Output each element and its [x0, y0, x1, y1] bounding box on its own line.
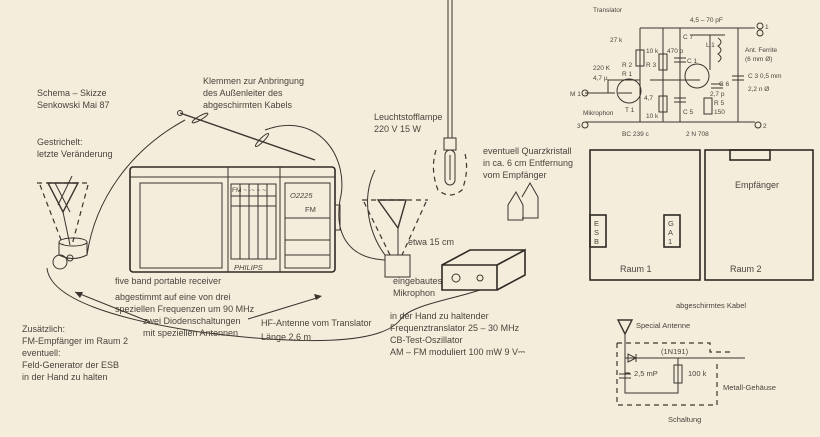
mic-label: Mikrophon	[393, 288, 435, 298]
receiver-note: speziellen Frequenzen um 90 MHz	[115, 304, 255, 314]
room-2-label: Raum 2	[730, 264, 762, 274]
band-labels: FM ~ ·~ ~ ~	[232, 187, 266, 194]
mic-label: eingebautes	[393, 276, 443, 286]
terminal-2: 2	[763, 123, 767, 130]
translator-note: AM – FM moduliert 100 mW 9 V⎓	[390, 347, 525, 357]
hf-antenna-wire	[46, 267, 481, 342]
mic-wire	[367, 169, 386, 256]
receiver-room-label: Empfänger	[735, 180, 779, 190]
label-l1: L 1	[706, 42, 715, 49]
esb-label: E	[594, 219, 599, 228]
label-c3: C 3 0,5 mm	[748, 73, 782, 80]
label-c5: C 5	[683, 109, 694, 116]
extra-note: Zusätzlich:	[22, 324, 65, 334]
label-4-7: 4,7	[644, 95, 653, 102]
author: Senkowski Mai 87	[37, 100, 110, 110]
label-r2: R 2	[622, 62, 633, 69]
ga1-label: 1	[668, 237, 672, 246]
radio-receiver: FM ~ ·~ ~ ~ O2225 FM PHILIPS	[129, 166, 341, 273]
diodes-note: zwei Diodenschaltungen	[143, 316, 241, 326]
room-plan: E S B G A 1 Empfänger Raum 1 Raum 2	[589, 149, 814, 281]
microphone-antenna	[362, 199, 428, 278]
note-clamps: abgeschirmten Kabels	[203, 100, 293, 110]
diode-circuit: abgeschirmtes Kabel Special Antenne (1N1…	[616, 301, 776, 424]
label-27k: 27 k	[610, 37, 623, 44]
label-220k: 220 K	[593, 65, 611, 72]
receiver-note: abgestimmt auf eine von drei	[115, 292, 231, 302]
translator-circuit: Translator 4,5 – 70 pF 1 27 k C 7 L 1 10…	[570, 7, 782, 138]
terminal-1: 1	[765, 24, 769, 31]
pointer-arrows	[74, 291, 322, 323]
label-2n708: 2 N 708	[686, 131, 709, 138]
extra-note: Feld-Generator der ESB	[22, 360, 119, 370]
label-c7: C 7	[683, 34, 694, 41]
terminal-3: 3	[577, 123, 581, 130]
note-clamps: des Außenleiter des	[203, 88, 283, 98]
antenna-wire	[86, 119, 186, 256]
extra-note: FM-Empfänger im Raum 2	[22, 336, 128, 346]
antenna-wire-right	[264, 124, 386, 261]
translator-note: in der Hand zu haltender	[390, 311, 489, 321]
extra-note: eventuell:	[22, 348, 61, 358]
quartz-note: vom Empfänger	[483, 170, 547, 180]
translator-note: CB-Test-Oszillator	[390, 335, 463, 345]
circuit-title: Translator	[593, 7, 623, 14]
note-dashed: letzte Veränderung	[37, 149, 113, 159]
label-mic: Mikrophon	[583, 110, 614, 117]
fluorescent-lamp	[432, 0, 468, 196]
circuit-caption: Schaltung	[668, 415, 701, 424]
res-label: 100 k	[688, 369, 707, 378]
quartz-note: in ca. 6 cm Entfernung	[483, 158, 573, 168]
cable-label: abgeschirmtes Kabel	[676, 301, 746, 310]
label-r1: R 1	[622, 71, 633, 78]
label-150: 150	[714, 109, 725, 116]
telescopic-antenna	[177, 110, 316, 161]
ga1-label: G	[668, 219, 674, 228]
diode-label: (1N191)	[661, 347, 689, 356]
label-ant: Ant. Ferrite	[745, 47, 778, 54]
antenna-label: Special Antenne	[636, 321, 690, 330]
esb-label: B	[594, 237, 599, 246]
label-r5: R 5	[714, 100, 725, 107]
translator-box	[441, 248, 526, 291]
label-t1: T 1	[625, 107, 635, 114]
ga1-label: A	[668, 228, 673, 237]
cap-label: 2,5 mP	[634, 369, 658, 378]
label-m1: M 1	[570, 91, 581, 98]
label-10k: 10 k	[646, 113, 659, 120]
extra-note: in der Hand zu halten	[22, 372, 108, 382]
quartz-crystals	[507, 181, 539, 221]
distance-label: etwa 15 cm	[408, 237, 454, 247]
label-c6: C 6	[719, 81, 730, 88]
diodes-note: mit speziellen Antennen	[143, 328, 238, 338]
label-c1: C 1	[687, 58, 698, 65]
note-dashed: Gestrichelt:	[37, 137, 83, 147]
frequency-display: O2225	[290, 191, 313, 200]
lamp-label: Leuchtstofflampe	[374, 112, 442, 122]
hf-note: Länge 2,6 m	[261, 332, 311, 342]
diode-antenna-left	[37, 175, 90, 270]
translator-note: Frequenztranslator 25 – 30 MHz	[390, 323, 520, 333]
title: Schema – Skizze	[37, 88, 107, 98]
hf-note: HF-Antenne vom Translator	[261, 318, 372, 328]
quartz-note: eventuell Quarzkristall	[483, 146, 572, 156]
label-bc239c: BC 239 c	[622, 131, 649, 138]
label-2-7p: 2,7 p	[710, 91, 725, 98]
lamp-label: 220 V 15 W	[374, 124, 422, 134]
label-10k: 10 k	[646, 48, 659, 55]
label-4-7u: 4,7 µ	[593, 75, 608, 82]
radio-brand: PHILIPS	[234, 263, 263, 272]
band-display: FM	[305, 205, 316, 214]
label-470p: 470 p	[667, 48, 684, 55]
label-2-2n: 2,2 n Ø	[748, 86, 769, 93]
housing-label: Metall-Gehäuse	[723, 383, 776, 392]
label-r3: R 3	[646, 62, 657, 69]
receiver-label: five band portable receiver	[115, 276, 221, 286]
note-clamps: Klemmen zur Anbringung	[203, 76, 304, 86]
room-1-label: Raum 1	[620, 264, 652, 274]
label-cap-var: 4,5 – 70 pF	[690, 17, 723, 24]
esb-label: S	[594, 228, 599, 237]
label-ant: (6 mm Ø)	[745, 56, 772, 63]
